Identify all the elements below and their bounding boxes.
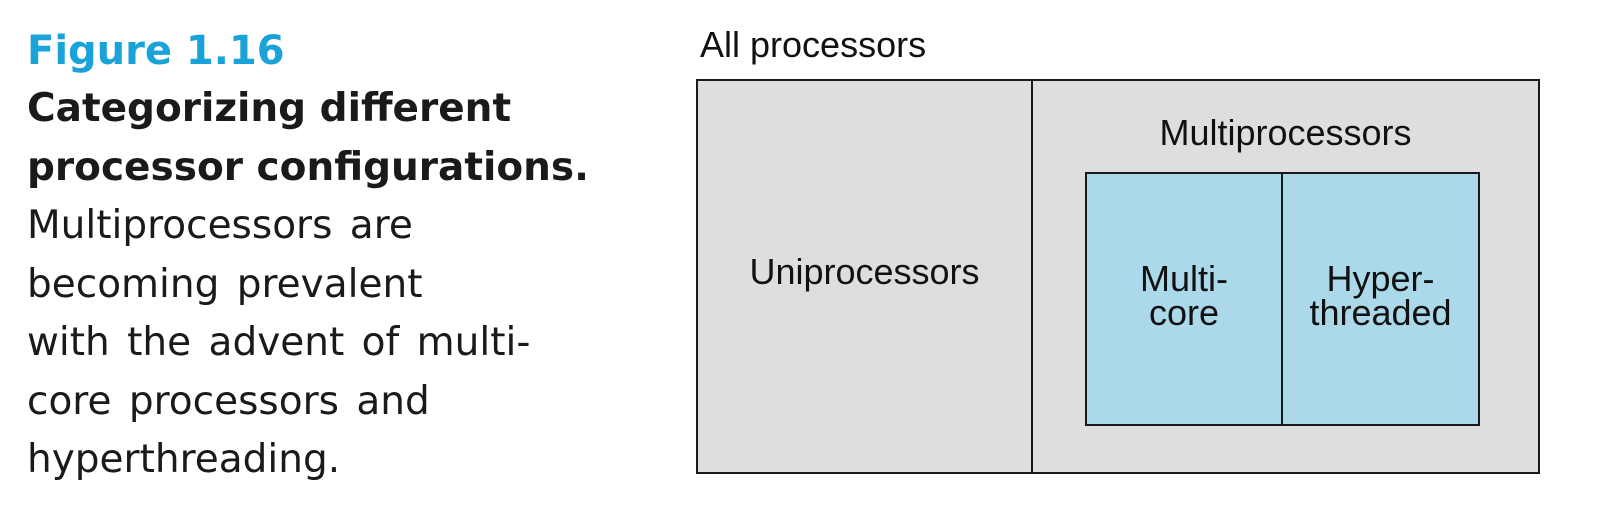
caption-title-line-2: processor configurations. [27, 144, 589, 190]
caption-body-line-4: core processors and [27, 378, 430, 424]
multicore-label-line-2: core [1148, 292, 1220, 333]
hyperthreaded-label-line-1: Hyper- [1326, 258, 1435, 299]
multiprocessors-label: Multiprocessors [1159, 112, 1412, 153]
figure-number: Figure 1.16 [27, 28, 285, 74]
caption-body-line-1: Multiprocessors are [27, 203, 413, 248]
figure-caption: Figure 1.16 Categorizing different proce… [27, 22, 617, 490]
uniprocessors-label: Uniprocessors [749, 250, 980, 292]
all-processors-box: Uniprocessors Multiprocessors Multi- cor… [696, 79, 1540, 474]
multicore-label-line-1: Multi- [1140, 258, 1228, 299]
caption-title-line-1: Categorizing different [27, 86, 512, 131]
multiprocessors-panel: Multiprocessors Multi- core Hyper- threa… [1033, 81, 1538, 472]
uniprocessors-panel: Uniprocessors [698, 81, 1033, 472]
caption-body-line-2: becoming prevalent [27, 261, 423, 307]
multicore-cell: Multi- core [1087, 174, 1283, 424]
multiprocessor-types-box: Multi- core Hyper- threaded [1085, 172, 1480, 426]
all-processors-label: All processors [700, 24, 927, 65]
caption-body-line-3: with the advent of multi- [27, 320, 531, 365]
hyperthreaded-label-line-2: threaded [1309, 292, 1452, 333]
caption-body-line-5: hyperthreading. [27, 437, 341, 482]
hyperthreaded-cell: Hyper- threaded [1283, 174, 1478, 424]
